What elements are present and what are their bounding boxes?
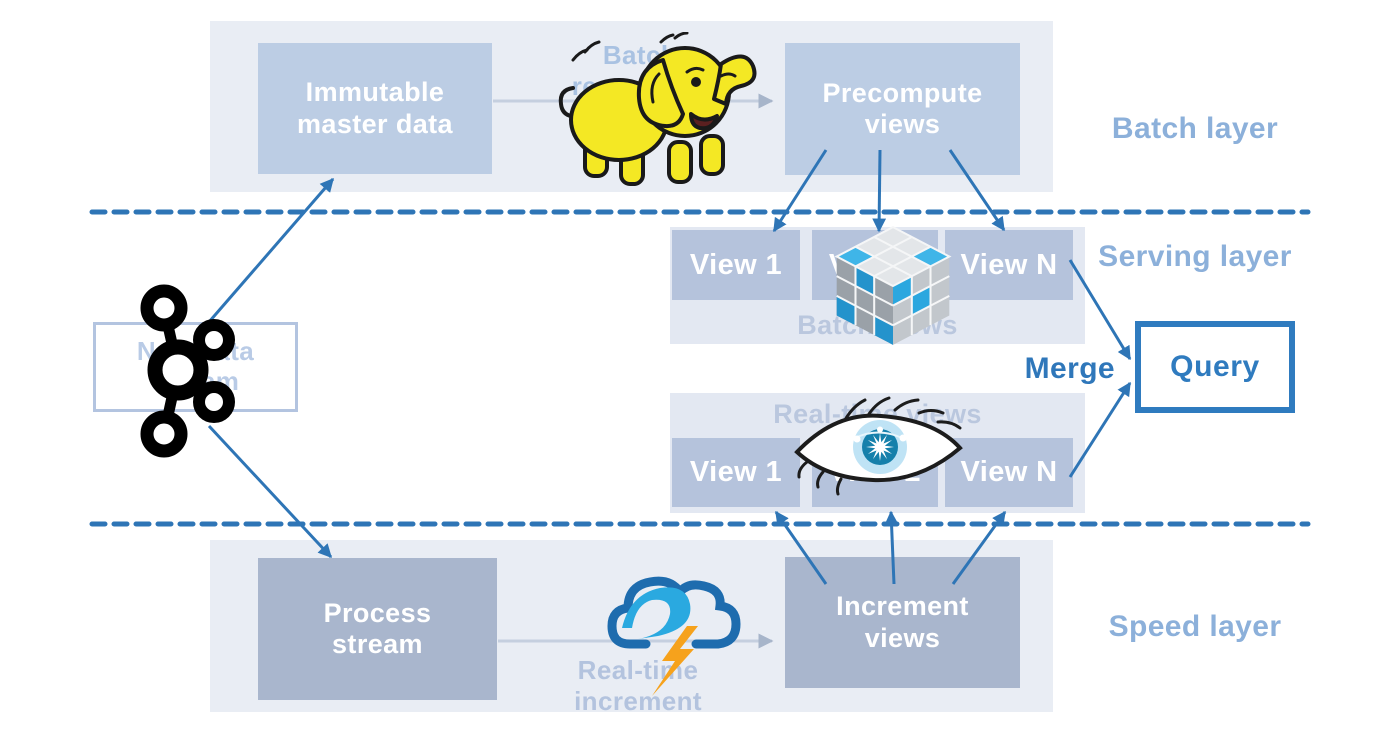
olap-cube-icon — [834, 225, 952, 345]
realtime-view-1-box: View 1 — [672, 438, 800, 507]
realtime-increment-label: Real-time increment — [548, 655, 728, 716]
realtime-view-1-label: View 1 — [689, 456, 783, 488]
realtime-view-n-box: View N — [945, 438, 1073, 507]
batch-view-n-box: View N — [945, 230, 1073, 300]
query-label: Query — [1170, 350, 1260, 383]
kafka-logo-icon — [140, 284, 235, 458]
realtime-cloud-lightning-icon — [607, 576, 741, 696]
realtime-increment-line2: increment — [574, 685, 702, 716]
batch-view-1-box: View 1 — [672, 230, 800, 300]
precompute-line2: views — [864, 109, 941, 139]
process-line2: stream — [332, 629, 423, 659]
precompute-line1: Precompute — [822, 77, 983, 108]
hadoop-elephant-icon — [558, 32, 757, 186]
serving-layer-label: Serving layer — [1098, 240, 1292, 273]
speed-layer-label: Speed layer — [1108, 610, 1282, 643]
merge-label: Merge — [1024, 352, 1115, 385]
query-box[interactable]: Query — [1135, 321, 1295, 413]
process-stream-box: Process stream — [258, 558, 497, 700]
immutable-line1: Immutable — [305, 77, 445, 108]
batch-view-n-label: View N — [960, 248, 1058, 281]
increment-line1: Increment — [836, 591, 969, 622]
realtime-eye-icon — [794, 396, 963, 496]
batch-view-1-label: View 1 — [689, 248, 783, 281]
process-line1: Process — [323, 597, 432, 628]
precompute-views-box: Precompute views — [785, 43, 1020, 175]
immutable-line2: master data — [297, 108, 453, 139]
increment-line2: views — [864, 622, 941, 653]
realtime-view-n-label: View N — [960, 456, 1058, 488]
increment-views-box: Increment views — [785, 557, 1020, 688]
immutable-master-data-box: Immutable master data — [258, 43, 492, 174]
batch-layer-label: Batch layer — [1111, 112, 1279, 145]
